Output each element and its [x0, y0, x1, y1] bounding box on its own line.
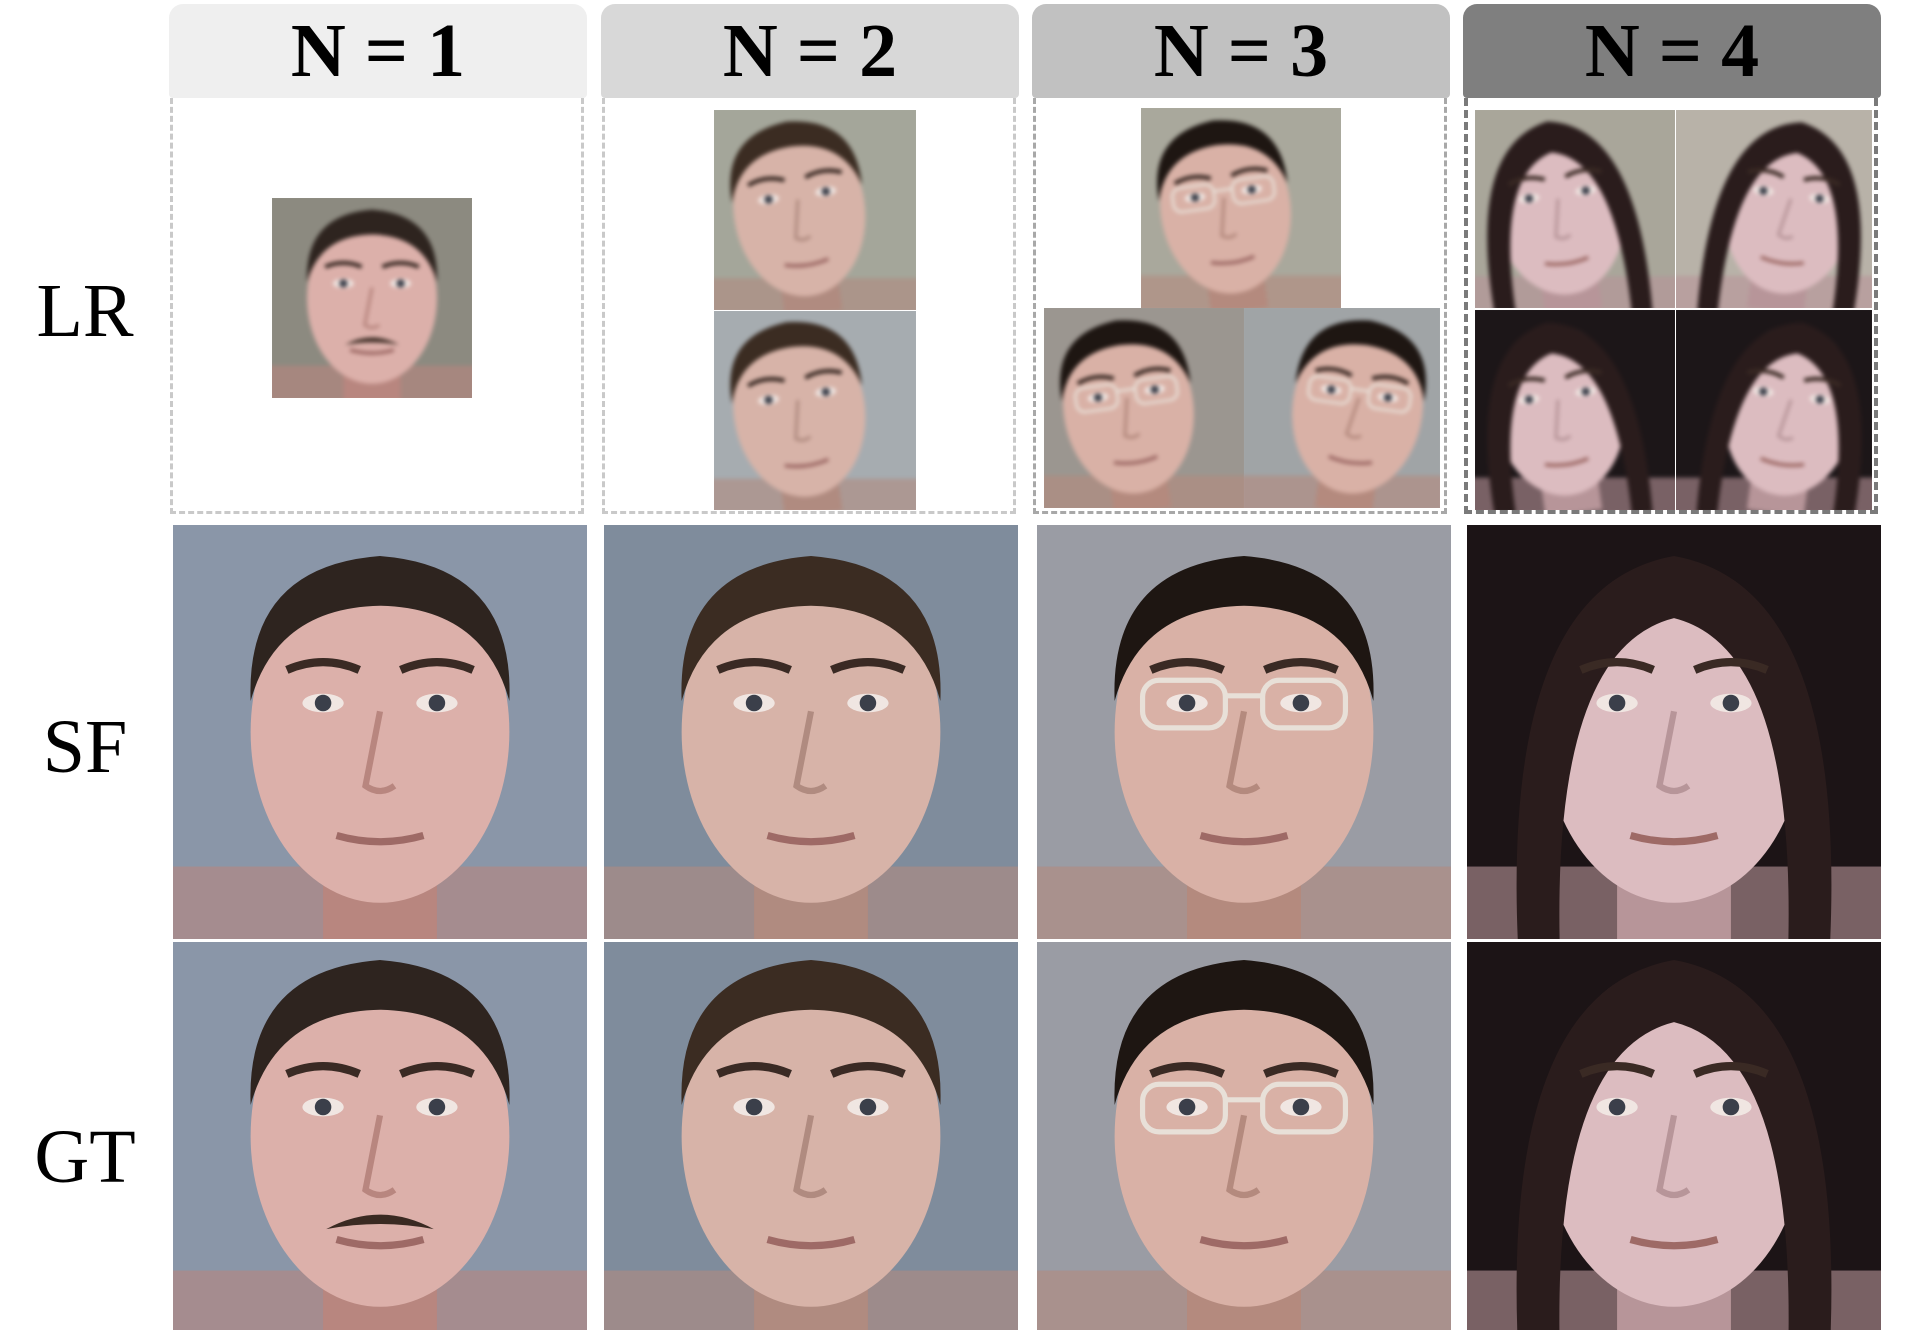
gt-image-n1: [173, 942, 587, 1330]
lr-image-n2-b: [714, 311, 916, 510]
column-header-n1: N = 1: [169, 4, 587, 98]
sf-image-n3: [1037, 525, 1451, 939]
row-label-lr: LR: [36, 269, 134, 353]
lr-image-n4-c: [1475, 310, 1675, 510]
lr-image-n3-b: [1044, 308, 1244, 508]
lr-image-n4-a: [1475, 110, 1675, 308]
lr-box-n1: [170, 98, 584, 514]
sf-image-n2: [604, 525, 1018, 939]
lr-box-n4: [1464, 98, 1878, 514]
lr-image-n2-a: [714, 110, 916, 310]
lr-image-n3-a: [1141, 108, 1341, 308]
lr-image-n4-d: [1676, 310, 1872, 510]
lr-image-n4-b: [1676, 110, 1872, 308]
column-header-n2: N = 2: [601, 4, 1019, 98]
column-header-n4: N = 4: [1463, 4, 1881, 98]
gt-image-n3: [1037, 942, 1451, 1330]
sf-image-n1: [173, 525, 587, 939]
lr-image-n3-c: [1244, 308, 1440, 508]
lr-box-n3: [1033, 98, 1447, 514]
column-header-n3: N = 3: [1032, 4, 1450, 98]
lr-image-n1: [272, 198, 472, 398]
lr-box-n2: [602, 98, 1016, 514]
row-label-sf: SF: [42, 705, 128, 789]
gt-image-n4: [1467, 942, 1881, 1330]
sf-image-n4: [1467, 525, 1881, 939]
row-label-gt: GT: [34, 1115, 136, 1199]
gt-image-n2: [604, 942, 1018, 1330]
